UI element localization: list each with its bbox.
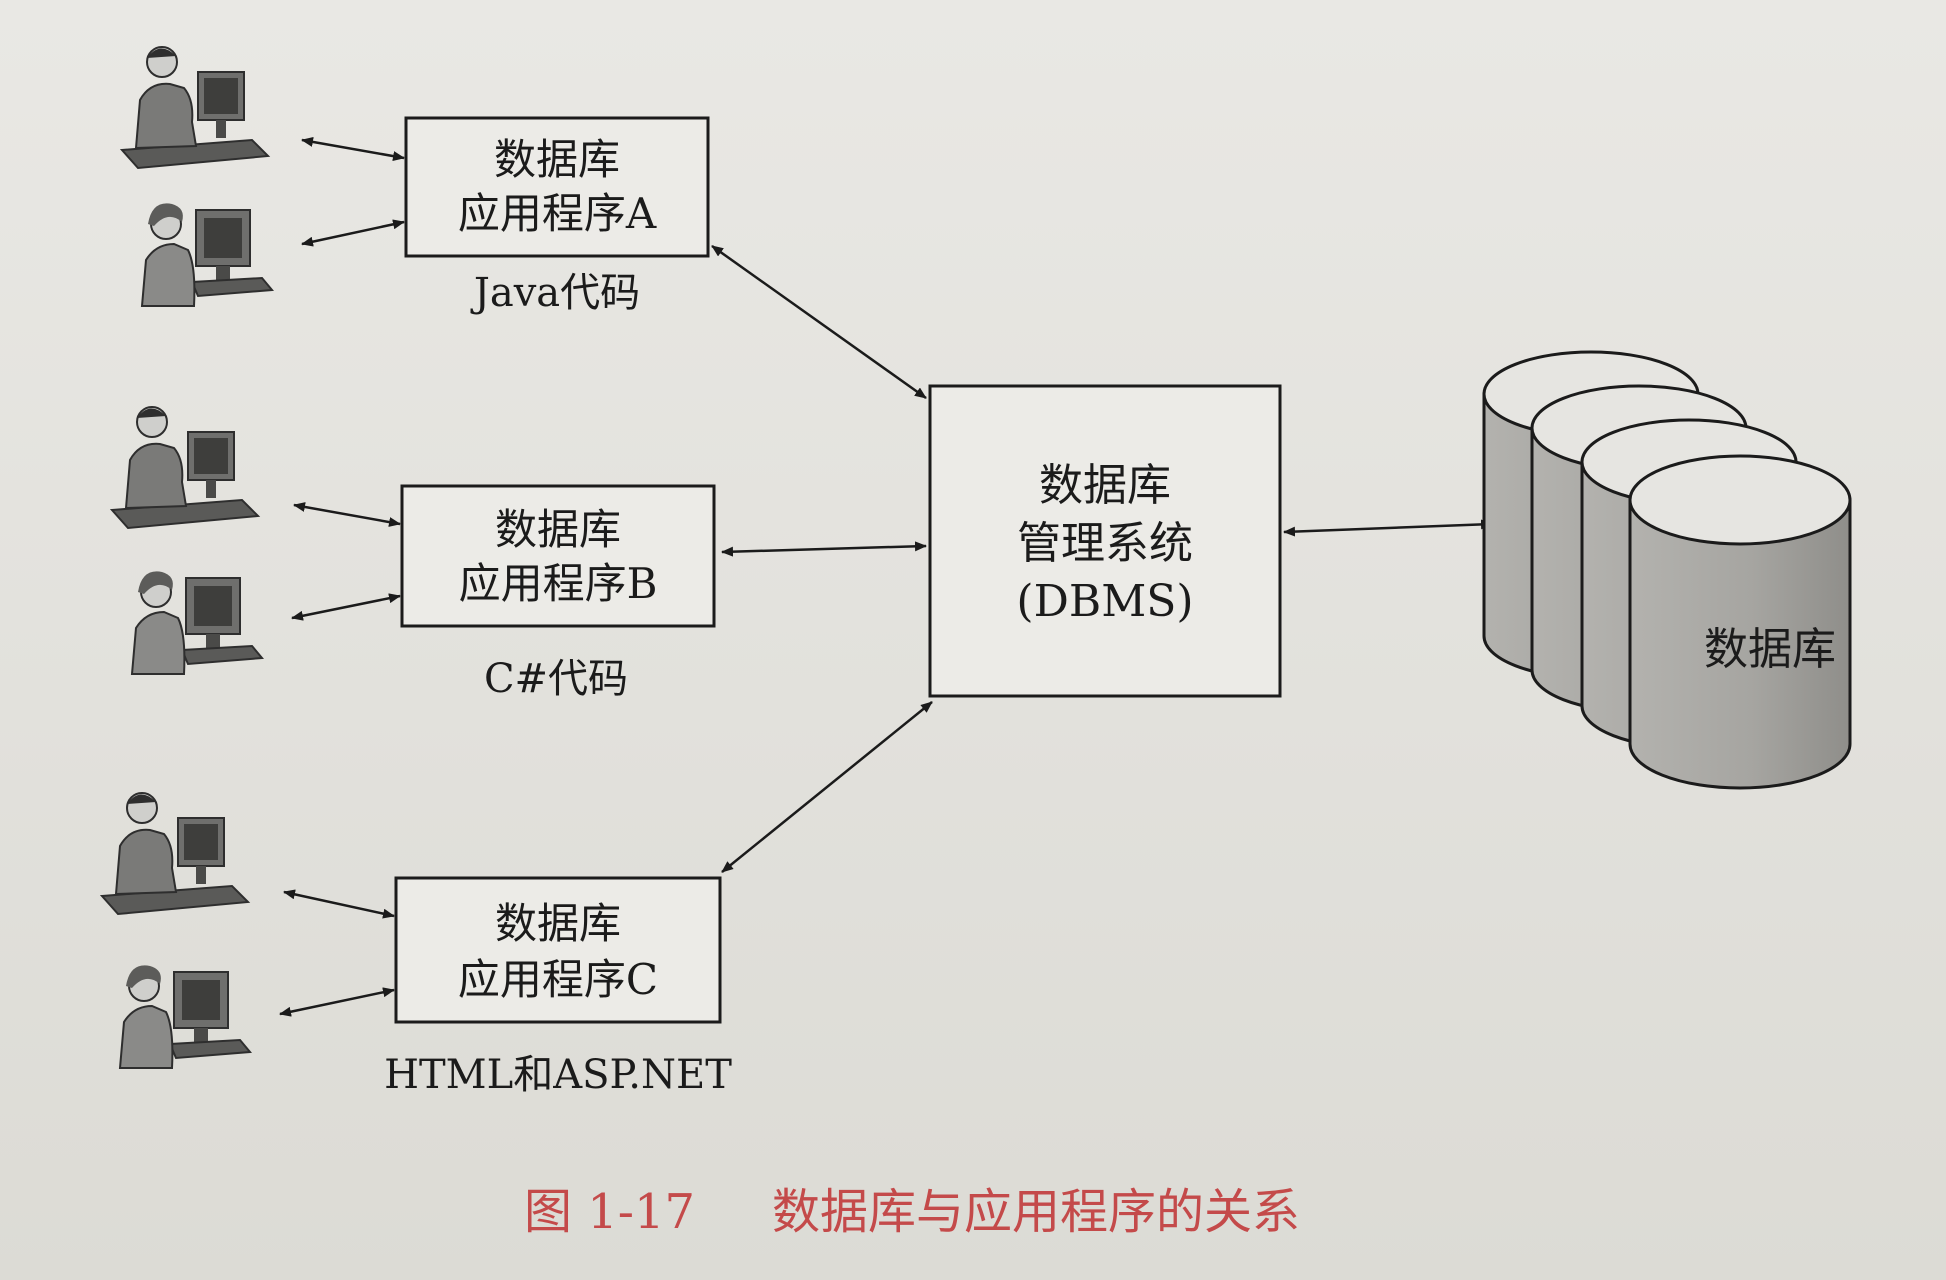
user-group-a: [121, 46, 273, 307]
user-app-arrow: [293, 502, 401, 527]
dbms-box: 数据库 管理系统 (DBMS): [928, 384, 1282, 698]
figure-caption: 图 1-17 数据库与应用程序的关系: [524, 1184, 1300, 1240]
app-box-b-frame: [400, 484, 716, 628]
user-app-arrow: [301, 136, 405, 162]
app-box-a: 数据库 应用程序A: [404, 116, 710, 258]
user-man-icon: [101, 792, 249, 915]
app-a-code-label: Java代码: [470, 270, 640, 316]
caption-title: 数据库与应用程序的关系: [772, 1184, 1300, 1240]
app-a-line1: 数据库: [494, 135, 620, 184]
dbms-box-frame: [928, 384, 1282, 698]
user-app-arrow: [283, 889, 395, 919]
app-c-code-label: HTML和ASP.NET: [384, 1052, 732, 1098]
dbms-database-arrow: [1283, 519, 1493, 537]
database-cylinder-icon: [1628, 454, 1852, 790]
app-box-c-frame: [394, 876, 722, 1024]
user-app-arrow: [301, 219, 405, 247]
app-b-code-label: C#代码: [484, 656, 628, 702]
app-box-a-frame: [404, 116, 710, 258]
database-label: 数据库: [1704, 624, 1836, 675]
app-c-line1: 数据库: [495, 899, 621, 948]
app-b-line2: 应用程序B: [459, 559, 658, 608]
dbms-line3: (DBMS): [1016, 576, 1193, 627]
user-woman-icon: [131, 570, 263, 675]
app-a-dbms-arrow: [711, 244, 927, 400]
app-box-c: 数据库 应用程序C: [394, 876, 722, 1024]
dbms-line1: 数据库: [1039, 460, 1171, 511]
user-woman-icon: [141, 202, 273, 307]
app-a-line2: 应用程序A: [458, 189, 657, 238]
dbms-line2: 管理系统: [1017, 518, 1193, 569]
user-app-arrow: [291, 593, 401, 621]
app-box-b: 数据库 应用程序B: [400, 484, 716, 628]
user-woman-icon: [119, 964, 251, 1069]
user-man-icon: [121, 46, 269, 169]
user-group-c: [101, 792, 251, 1069]
user-man-icon: [111, 406, 259, 529]
database-cylinders: 数据库: [1482, 350, 1852, 790]
app-dbms-arrows: [711, 244, 1493, 873]
app-b-dbms-arrow: [721, 541, 927, 557]
caption-number: 图 1-17: [524, 1184, 695, 1240]
user-arrows: [279, 136, 405, 1017]
user-group-b: [111, 406, 263, 675]
app-b-line1: 数据库: [495, 505, 621, 554]
user-app-arrow: [279, 987, 395, 1017]
app-c-line2: 应用程序C: [458, 955, 658, 1004]
app-c-dbms-arrow: [721, 701, 933, 873]
